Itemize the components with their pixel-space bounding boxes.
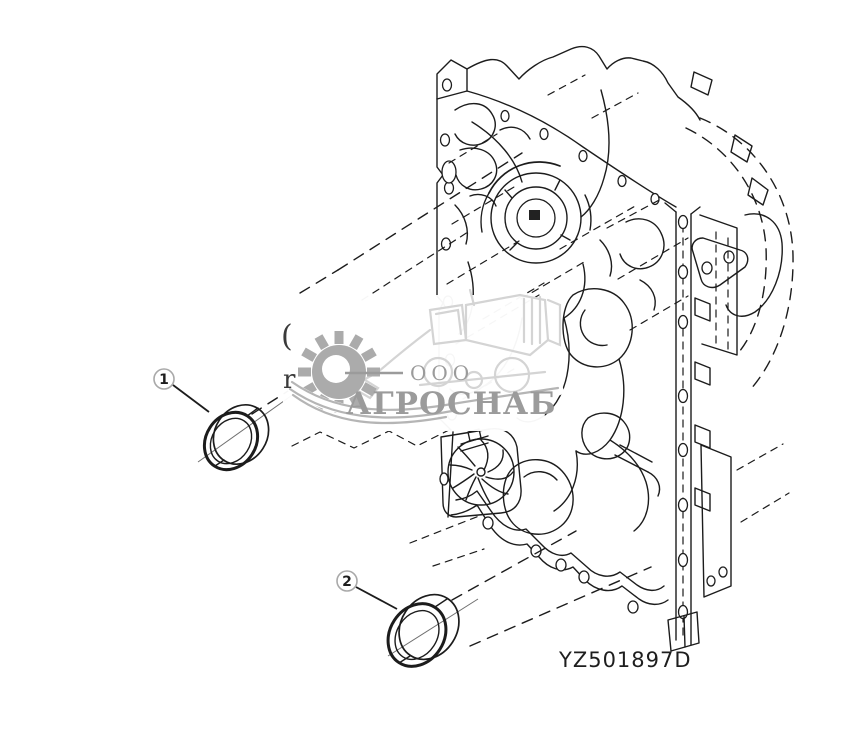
part-1-bushing — [202, 404, 270, 472]
callout-1-circle[interactable] — [153, 368, 175, 390]
callout-2-leader — [355, 586, 398, 610]
swoosh-lines — [286, 380, 564, 425]
callout-2[interactable]: 2 — [336, 570, 398, 610]
callout-1-number: 1 — [159, 372, 169, 388]
edge-glyph-top: ( — [281, 319, 293, 354]
part-2-bushing — [386, 593, 460, 668]
watermark-company-name: АГРОСНАБ — [346, 386, 557, 422]
callout-1-leader — [172, 384, 210, 413]
watermark: ООО АГРОСНАБ ( r — [281, 288, 564, 431]
callout-2-circle[interactable] — [336, 570, 358, 592]
callout-2-number: 2 — [342, 574, 352, 590]
tractor-icon — [344, 288, 562, 400]
callout-1[interactable]: 1 — [153, 368, 210, 413]
edge-glyph-bottom: r — [283, 365, 296, 395]
watermark-org-form: ООО — [410, 361, 474, 385]
drawing-code: YZ501897D — [558, 648, 692, 672]
